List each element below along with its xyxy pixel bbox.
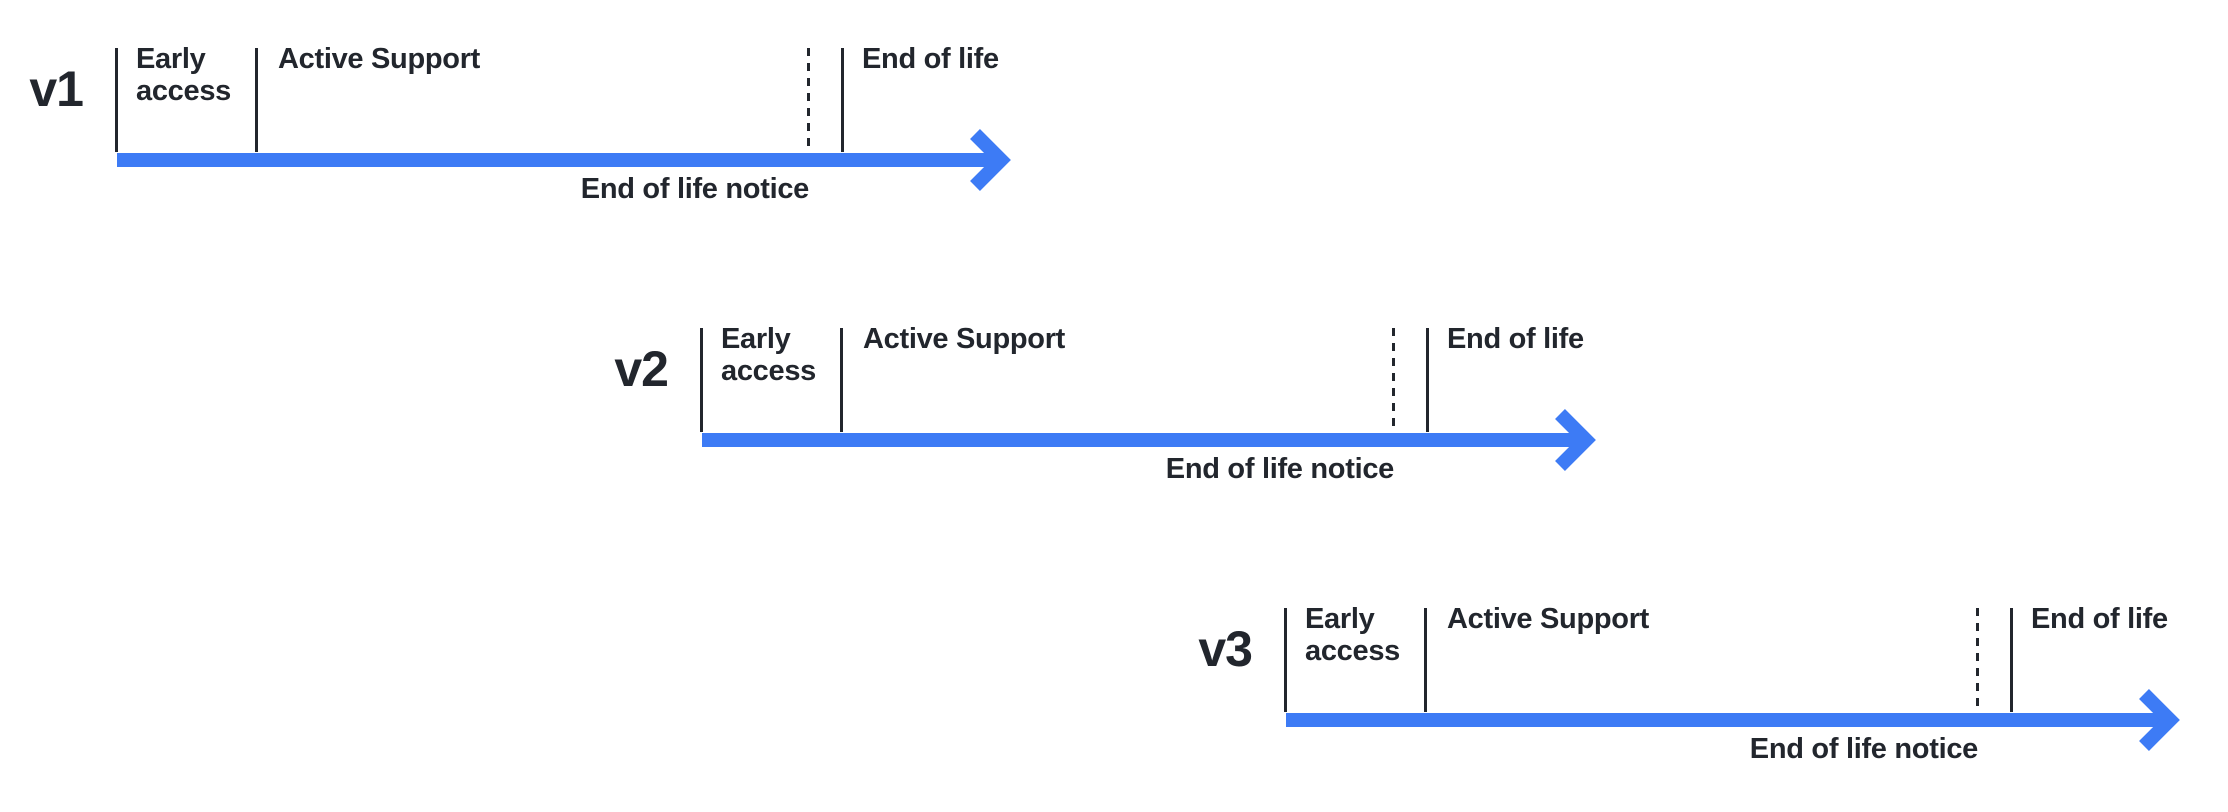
timeline-arrow [1286, 689, 2180, 751]
timeline-row-v2: v2 Early access Active Support End of li… [614, 323, 1596, 485]
arrow-head-icon [1555, 409, 1596, 471]
arrow-head-icon [970, 129, 1011, 191]
end-of-life-label: End of life [862, 43, 999, 75]
version-label: v2 [614, 341, 669, 397]
timeline-arrow [702, 409, 1596, 471]
active-support-start-tick [840, 328, 843, 432]
arrow-shaft [1286, 713, 2166, 727]
end-of-life-tick [841, 48, 844, 152]
timeline-row-v3: v3 Early access Active Support End of li… [1198, 603, 2180, 765]
eol-notice-dashed-line [807, 48, 810, 150]
arrow-shaft [702, 433, 1582, 447]
eol-notice-dashed-line [1976, 608, 1979, 710]
early-access-start-tick [115, 48, 118, 152]
early-access-label: Early access [721, 323, 816, 387]
end-of-life-label: End of life [2031, 603, 2168, 635]
active-support-start-tick [255, 48, 258, 152]
end-of-life-tick [1426, 328, 1429, 432]
active-support-label: Active Support [863, 323, 1066, 355]
eol-notice-dashed-line [1392, 328, 1395, 430]
end-of-life-notice-label: End of life notice [580, 173, 810, 205]
early-access-label: Early access [1305, 603, 1400, 667]
active-support-start-tick [1424, 608, 1427, 712]
end-of-life-notice-label: End of life notice [1749, 733, 1979, 765]
version-label: v3 [1198, 621, 1253, 677]
arrow-shaft [117, 153, 997, 167]
timeline-row-v1: v1 Early access Active Support End of li… [29, 43, 1011, 205]
end-of-life-label: End of life [1447, 323, 1584, 355]
active-support-label: Active Support [278, 43, 481, 75]
active-support-label: Active Support [1447, 603, 1650, 635]
end-of-life-tick [2010, 608, 2013, 712]
early-access-label: Early access [136, 43, 231, 107]
early-access-start-tick [700, 328, 703, 432]
arrow-head-icon [2139, 689, 2180, 751]
timeline-arrow [117, 129, 1011, 191]
early-access-start-tick [1284, 608, 1287, 712]
version-label: v1 [29, 61, 84, 117]
end-of-life-notice-label: End of life notice [1165, 453, 1395, 485]
